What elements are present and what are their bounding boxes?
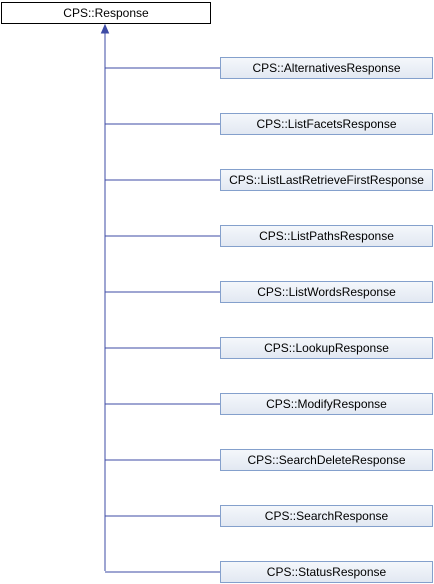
derived-class-node[interactable]: CPS::ListPathsResponse bbox=[220, 225, 433, 247]
derived-class-node[interactable]: CPS::ListFacetsResponse bbox=[220, 113, 433, 135]
derived-class-node[interactable]: CPS::SearchDeleteResponse bbox=[220, 449, 433, 471]
derived-class-node[interactable]: CPS::ListLastRetrieveFirstResponse bbox=[220, 169, 433, 191]
derived-class-node[interactable]: CPS::StatusResponse bbox=[220, 561, 433, 583]
derived-class-node[interactable]: CPS::ListWordsResponse bbox=[220, 281, 433, 303]
derived-class-node[interactable]: CPS::AlternativesResponse bbox=[220, 57, 433, 79]
branch-lines bbox=[105, 67, 220, 573]
base-class-node: CPS::Response bbox=[1, 2, 211, 24]
derived-class-node[interactable]: CPS::SearchResponse bbox=[220, 505, 433, 527]
derived-class-node[interactable]: CPS::ModifyResponse bbox=[220, 393, 433, 415]
inheritance-arrow-icon bbox=[100, 23, 110, 34]
derived-class-node[interactable]: CPS::LookupResponse bbox=[220, 337, 433, 359]
